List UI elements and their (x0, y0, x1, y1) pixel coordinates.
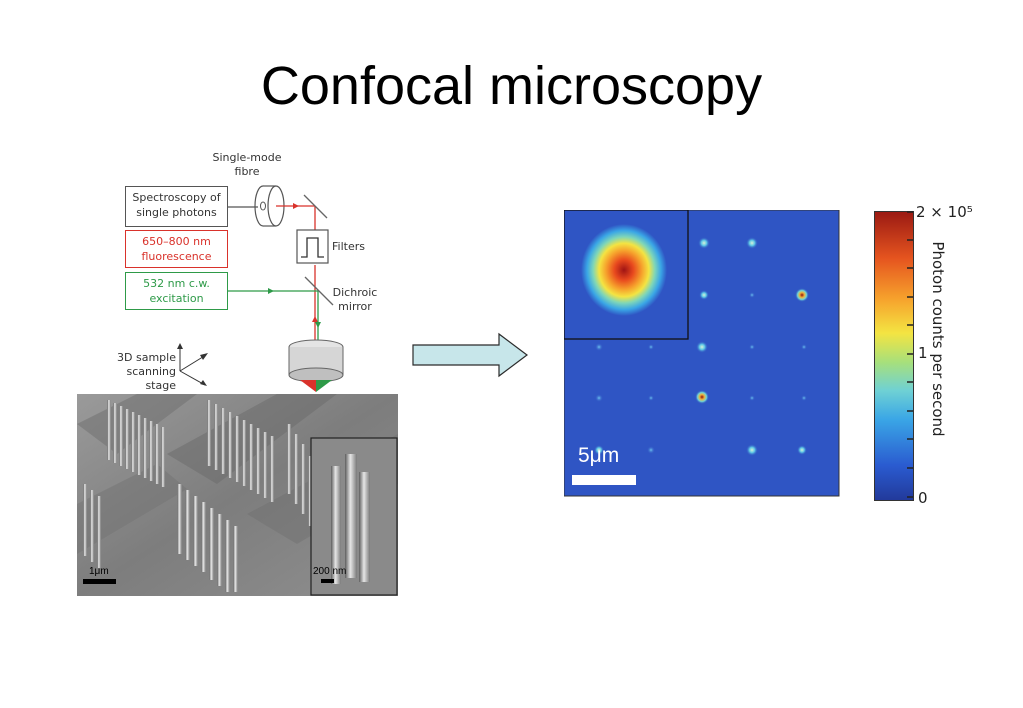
dichroic-label: Dichroic mirror (327, 286, 383, 314)
objective-lens (288, 367, 344, 383)
excitation-line1: 532 nm c.w. (143, 277, 210, 290)
pillar-row-4 (83, 484, 238, 592)
confocal-scan-map (564, 210, 840, 497)
pillar-row-1 (107, 400, 165, 487)
dichroic-line1: Dichroic (332, 286, 378, 299)
filter-box (296, 229, 329, 264)
fluorescence-line2: fluorescence (141, 250, 212, 263)
pillar-row-3 (287, 424, 312, 526)
arrow-right-icon (412, 332, 528, 378)
sem-scale-label: 1μm (89, 566, 109, 577)
colorbar-max-label: 2 × 10⁵ (916, 203, 973, 221)
colorbar-title: Photon counts per second (929, 241, 947, 437)
fluorescence-box: 650–800 nm fluorescence (125, 230, 228, 268)
sem-inset (310, 437, 398, 596)
fibre-label-line2: fibre (234, 165, 260, 178)
scan-scale-bar (572, 475, 636, 485)
scan-scale-label: 5μm (578, 444, 620, 467)
stage-label: 3D sample scanning stage (94, 351, 176, 393)
optical-paths (177, 185, 344, 392)
fibre-label: Single-mode fibre (202, 151, 292, 179)
dichroic-line2: mirror (338, 300, 372, 313)
inset-scale-label: 200 nm (313, 566, 347, 577)
colorbar (874, 211, 914, 501)
fibre-label-line1: Single-mode (212, 151, 282, 164)
slide-title: Confocal microscopy (260, 56, 763, 116)
filters-label: Filters (332, 240, 365, 253)
fluorescence-line1: 650–800 nm (142, 235, 211, 248)
colorbar-mid-label: 1 (918, 344, 928, 362)
sem-image (77, 394, 398, 596)
spectroscopy-line2: single photons (136, 206, 217, 219)
pillar-row-2 (207, 400, 274, 502)
stage-line1: 3D sample (117, 351, 176, 364)
excitation-box: 532 nm c.w. excitation (125, 272, 228, 310)
stage-line2: scanning stage (126, 365, 176, 392)
spectroscopy-line1: Spectroscopy of (132, 191, 221, 204)
colorbar-ticks (907, 211, 913, 498)
excitation-line2: excitation (149, 292, 204, 305)
spectroscopy-box: Spectroscopy of single photons (125, 186, 228, 227)
zoom-inset (564, 210, 689, 340)
inset-scale-bar (321, 579, 334, 583)
sem-scale-bar (83, 579, 116, 584)
emitter-spots (594, 237, 809, 456)
colorbar-min-label: 0 (918, 489, 928, 507)
